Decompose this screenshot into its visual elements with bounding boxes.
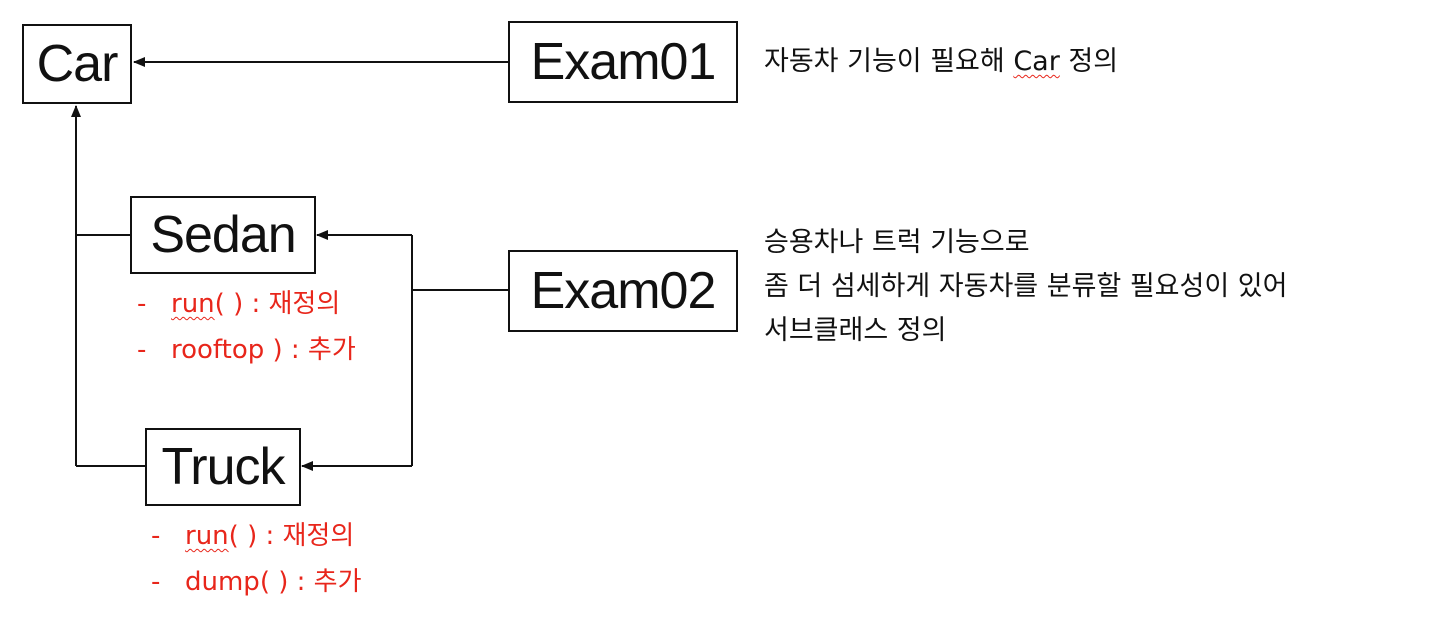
exam01-note-word: Car bbox=[1013, 46, 1060, 77]
sedan-method-item: -rooftop ) : 추가 bbox=[137, 327, 356, 373]
sedan-method-item: -run( ) : 재정의 bbox=[137, 281, 356, 327]
exam01-label: Exam01 bbox=[530, 33, 717, 91]
sedan-method-rest: ( ) : 재정의 bbox=[214, 289, 341, 319]
list-dash: - bbox=[151, 567, 161, 597]
sedan-methods: -run( ) : 재정의 -rooftop ) : 추가 bbox=[137, 281, 356, 373]
sedan-method-name: run bbox=[171, 289, 215, 319]
truck-box: Truck bbox=[145, 428, 301, 506]
truck-method-item: -dump( ) : 추가 bbox=[151, 559, 362, 605]
list-dash: - bbox=[137, 335, 147, 365]
truck-method-text: dump( ) : 추가 bbox=[185, 567, 362, 597]
exam02-note-line3: 서브클래스 정의 bbox=[764, 315, 947, 346]
exam01-note-after: 정의 bbox=[1059, 46, 1119, 77]
exam02-note: 승용차나 트럭 기능으로 좀 더 섬세하게 자동차를 분류할 필요성이 있어 서… bbox=[764, 221, 1287, 353]
list-dash: - bbox=[137, 289, 147, 319]
exam01-box: Exam01 bbox=[508, 21, 738, 103]
truck-method-item: -run( ) : 재정의 bbox=[151, 513, 362, 559]
truck-method-rest: ( ) : 재정의 bbox=[228, 521, 355, 551]
truck-methods: -run( ) : 재정의 -dump( ) : 추가 bbox=[151, 513, 362, 605]
sedan-label: Sedan bbox=[150, 206, 296, 264]
exam02-label: Exam02 bbox=[530, 262, 717, 320]
exam01-note: 자동차 기능이 필요해 Car 정의 bbox=[764, 40, 1118, 84]
truck-method-name: run bbox=[185, 521, 229, 551]
sedan-method-text: rooftop ) : 추가 bbox=[171, 335, 356, 365]
car-box: Car bbox=[22, 24, 132, 104]
exam02-note-line1: 승용차나 트럭 기능으로 bbox=[764, 227, 1030, 258]
car-label: Car bbox=[36, 35, 119, 93]
list-dash: - bbox=[151, 521, 161, 551]
sedan-box: Sedan bbox=[130, 196, 316, 274]
exam01-note-before: 자동차 기능이 필요해 bbox=[764, 46, 1014, 77]
exam02-box: Exam02 bbox=[508, 250, 738, 332]
exam02-note-line2: 좀 더 섬세하게 자동차를 분류할 필요성이 있어 bbox=[764, 271, 1288, 302]
truck-label: Truck bbox=[161, 438, 285, 496]
